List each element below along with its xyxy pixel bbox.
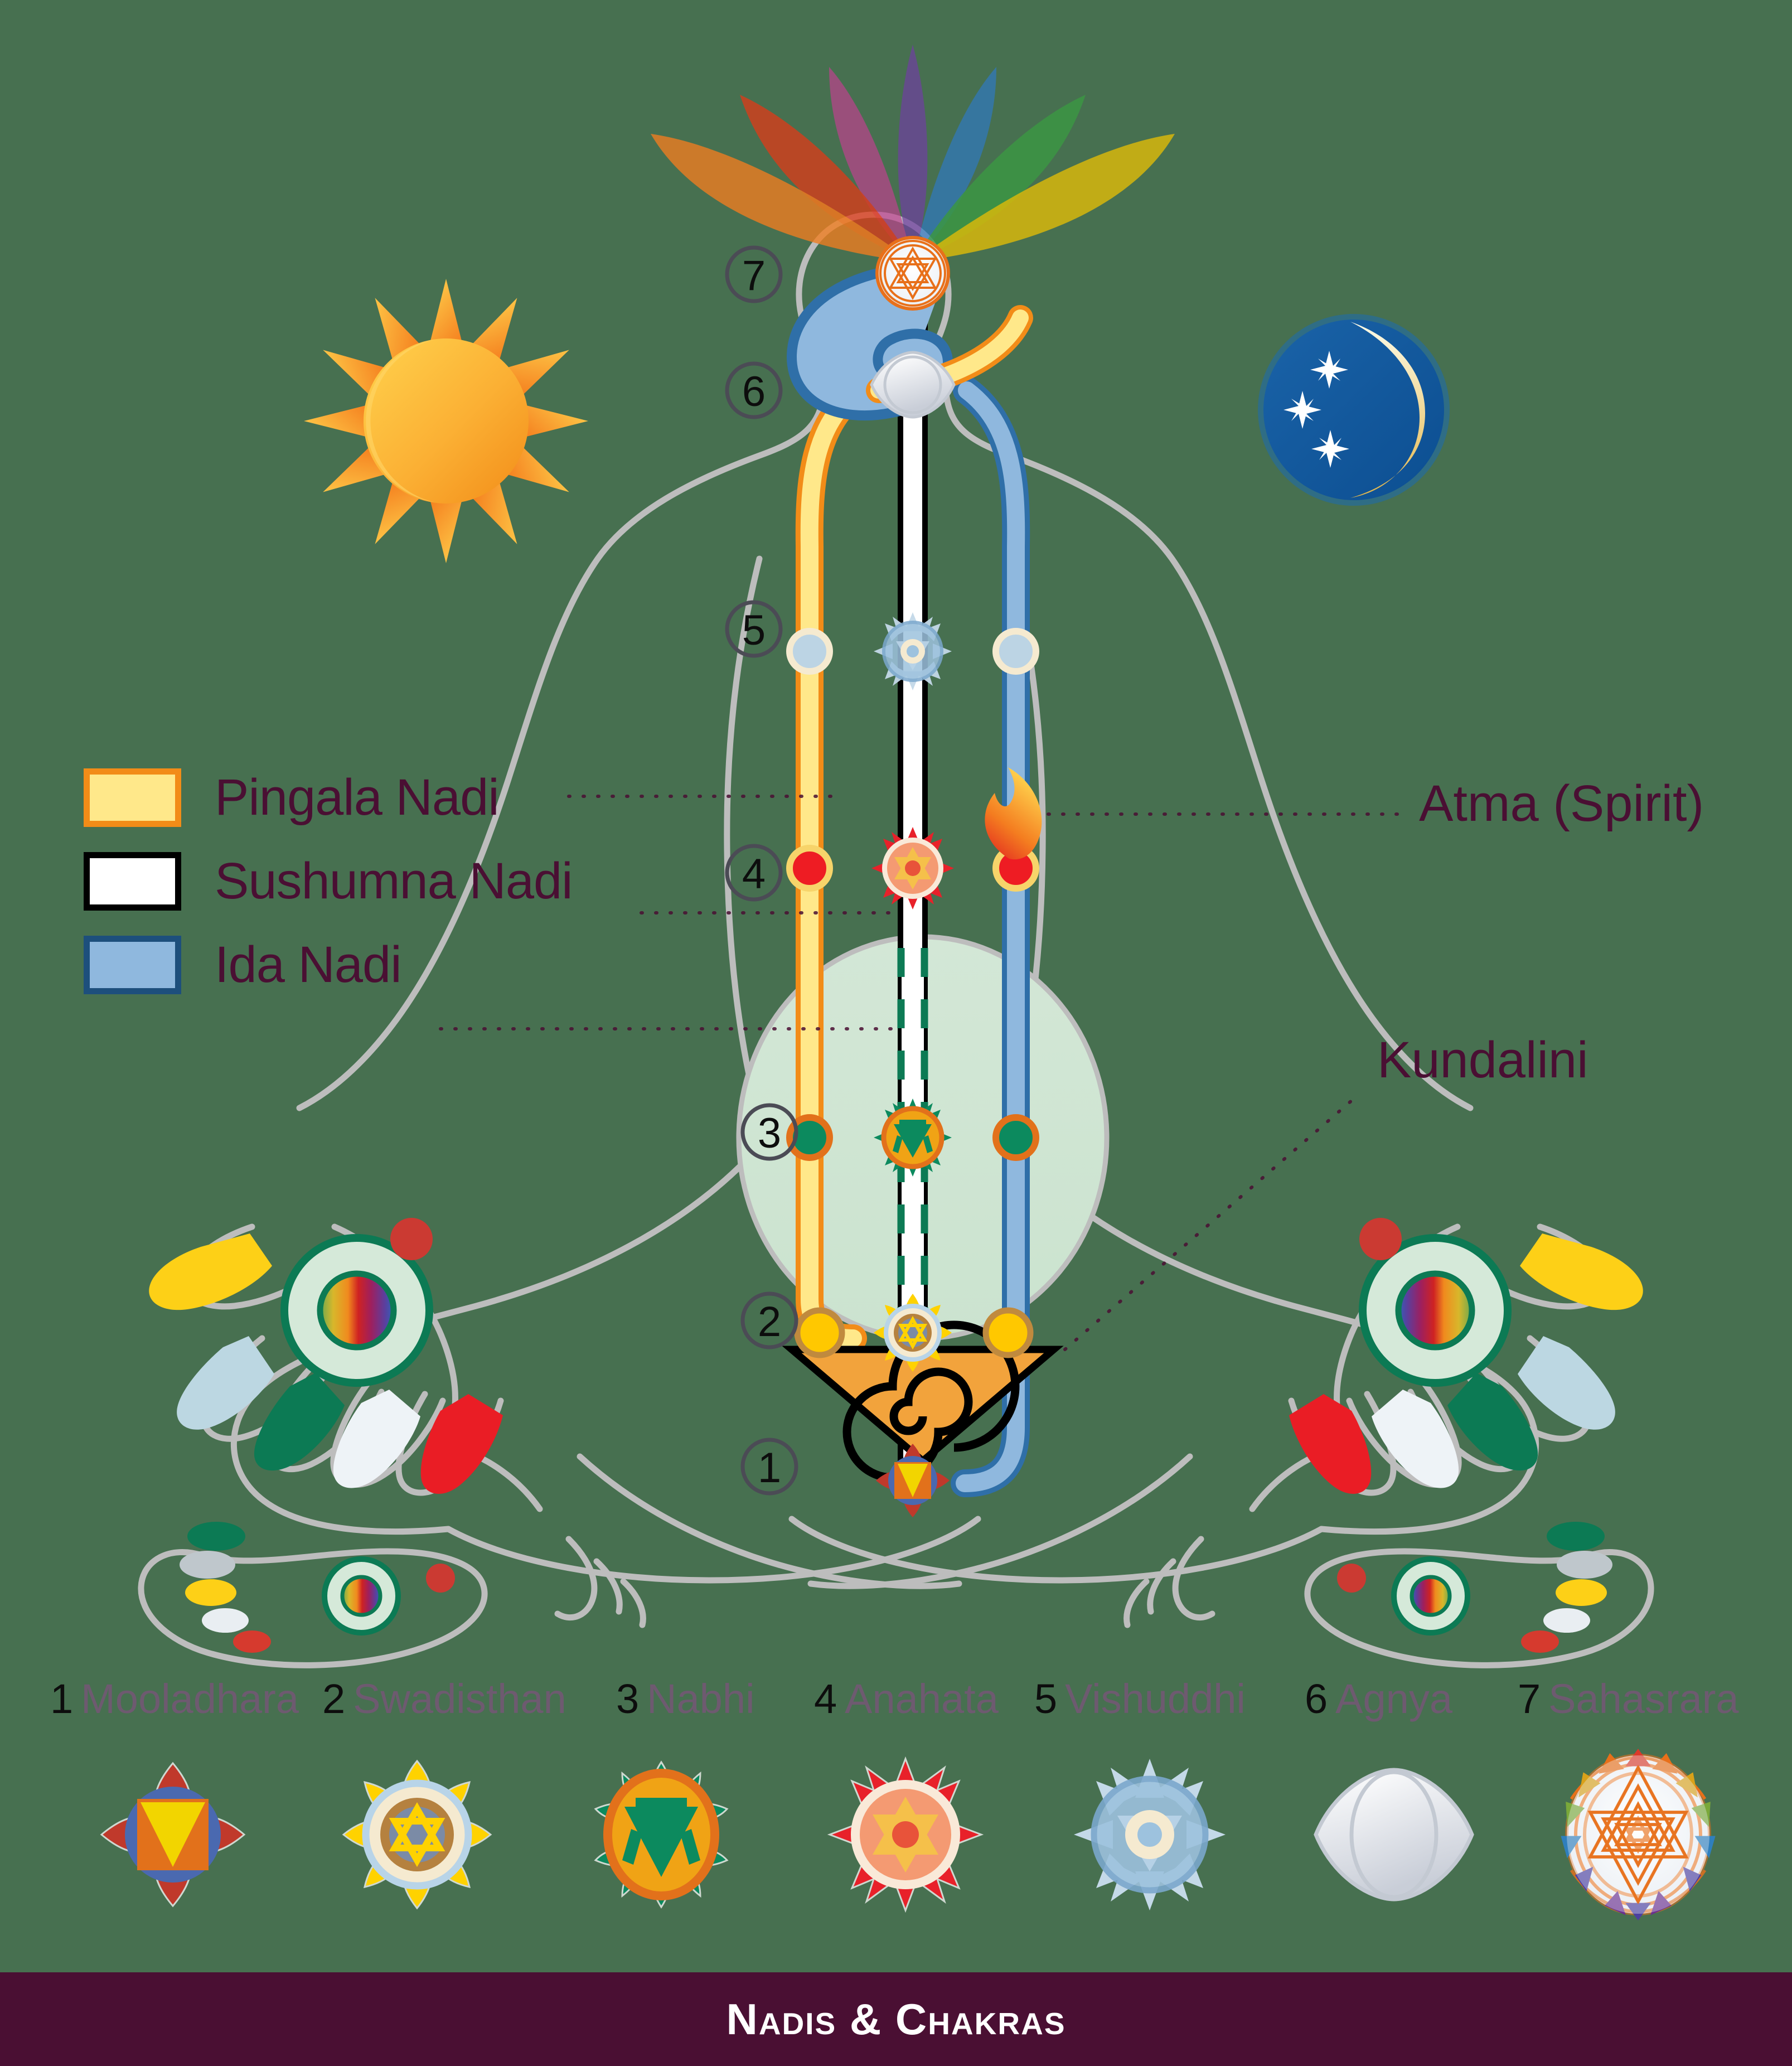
svg-text:4: 4	[742, 850, 766, 898]
chakra-icon-1-mooladhara	[100, 1762, 246, 1908]
left-thumb-tip	[149, 1233, 272, 1310]
spine-number-markers: 7 6 5 4 3 2 1	[725, 245, 798, 1496]
svg-text:2: 2	[758, 1298, 781, 1346]
chakra-label-7-num: 7	[1518, 1676, 1541, 1722]
legend-item-sushumna[interactable]: Sushumna Nadi	[84, 839, 725, 923]
chakra-4-anahata-spine	[871, 827, 954, 909]
moon-stars	[1284, 351, 1349, 468]
legend-item-ida[interactable]: Ida Nadi	[84, 923, 725, 1007]
atma-annotation-label: Atma (Spirit)	[1419, 775, 1704, 832]
chakra-icon-7-sahasrara	[1561, 1749, 1716, 1920]
chakra-1-mooladhara-spine	[876, 1444, 950, 1517]
chakra-7-sahasrara-spine	[875, 236, 950, 311]
left-finger-tip-3	[333, 1390, 420, 1488]
sun-icon	[304, 279, 588, 563]
chakra-label-6-num: 6	[1305, 1676, 1328, 1722]
leader-lines	[439, 795, 1407, 1351]
vishuddhi-side-nodes	[786, 628, 1039, 675]
left-palm-chakra-core	[317, 1270, 397, 1351]
legend-item-pingala[interactable]: Pingala Nadi	[84, 756, 725, 839]
right-foot	[1304, 1522, 1654, 1668]
chakra-label-5-name: Vishuddhi	[1065, 1676, 1246, 1722]
chakra-label-4-name: Anahata	[845, 1676, 999, 1722]
flame-icon	[985, 767, 1042, 860]
svg-text:5: 5	[742, 607, 766, 654]
swadisthan-side-nodes	[794, 1307, 1034, 1358]
anahata-side-nodes	[786, 845, 1039, 892]
kundalini-annotation-label: Kundalini	[1377, 1032, 1588, 1088]
svg-text:1: 1	[758, 1444, 781, 1492]
chakra-label-2-name: Swadisthan	[353, 1676, 566, 1722]
ida-color-swatch	[84, 935, 181, 994]
left-finger-tip-2	[254, 1373, 345, 1471]
chakra-label-1-name: Mooladhara	[81, 1676, 299, 1722]
chakra-label-6-name: Agnya	[1335, 1676, 1452, 1722]
svg-text:3: 3	[758, 1110, 781, 1157]
sushumna-color-swatch	[84, 851, 181, 911]
right-hand	[1249, 1218, 1643, 1512]
pingala-label: Pingala Nadi	[215, 769, 500, 826]
chakra-label-7-name: Sahasrara	[1548, 1676, 1739, 1722]
bottom-title-bar: Nadis & Chakras	[0, 1972, 1792, 2066]
svg-text:7: 7	[742, 252, 766, 299]
chakra-3-nabhi-spine	[874, 1099, 952, 1177]
ida-label: Ida Nadi	[215, 936, 402, 993]
left-hand-red-dot	[390, 1218, 433, 1260]
chakra-label-2-num: 2	[322, 1676, 346, 1722]
chakra-icon-3-nabhi	[594, 1760, 729, 1909]
chakra-icon-4-anahata	[827, 1756, 984, 1913]
lotus-icon	[651, 45, 1175, 262]
sushumna-label: Sushumna Nadi	[215, 853, 573, 909]
left-finger-tip-4	[420, 1394, 503, 1494]
chakra-label-3-name: Nabhi	[647, 1676, 755, 1722]
svg-text:6: 6	[742, 368, 766, 415]
chakra-6-agnya-spine	[870, 351, 956, 419]
chakra-label-3-num: 3	[616, 1676, 640, 1722]
nadi-legend: Pingala Nadi Sushumna Nadi Ida Nadi	[84, 756, 725, 1007]
chakra-2-swadisthan-spine	[874, 1294, 952, 1372]
left-foot	[138, 1522, 488, 1668]
chakra-icon-2-swadisthan	[342, 1759, 492, 1910]
chakra-label-4-num: 4	[814, 1676, 837, 1722]
pingala-color-swatch	[84, 768, 181, 827]
nabhi-side-nodes	[786, 1114, 1039, 1161]
page-title: Nadis & Chakras	[726, 1994, 1066, 2044]
left-hand	[149, 1218, 543, 1512]
chakra-icon-5-vishuddhi	[1074, 1759, 1226, 1910]
chakra-5-vishuddhi-spine	[874, 612, 952, 690]
chakra-label-5-num: 5	[1034, 1676, 1058, 1722]
moon-icon	[1258, 314, 1450, 506]
chakra-icon-6-agnya	[1314, 1768, 1474, 1902]
left-finger-tip-1	[177, 1336, 274, 1430]
chakra-label-1-num: 1	[50, 1676, 74, 1722]
